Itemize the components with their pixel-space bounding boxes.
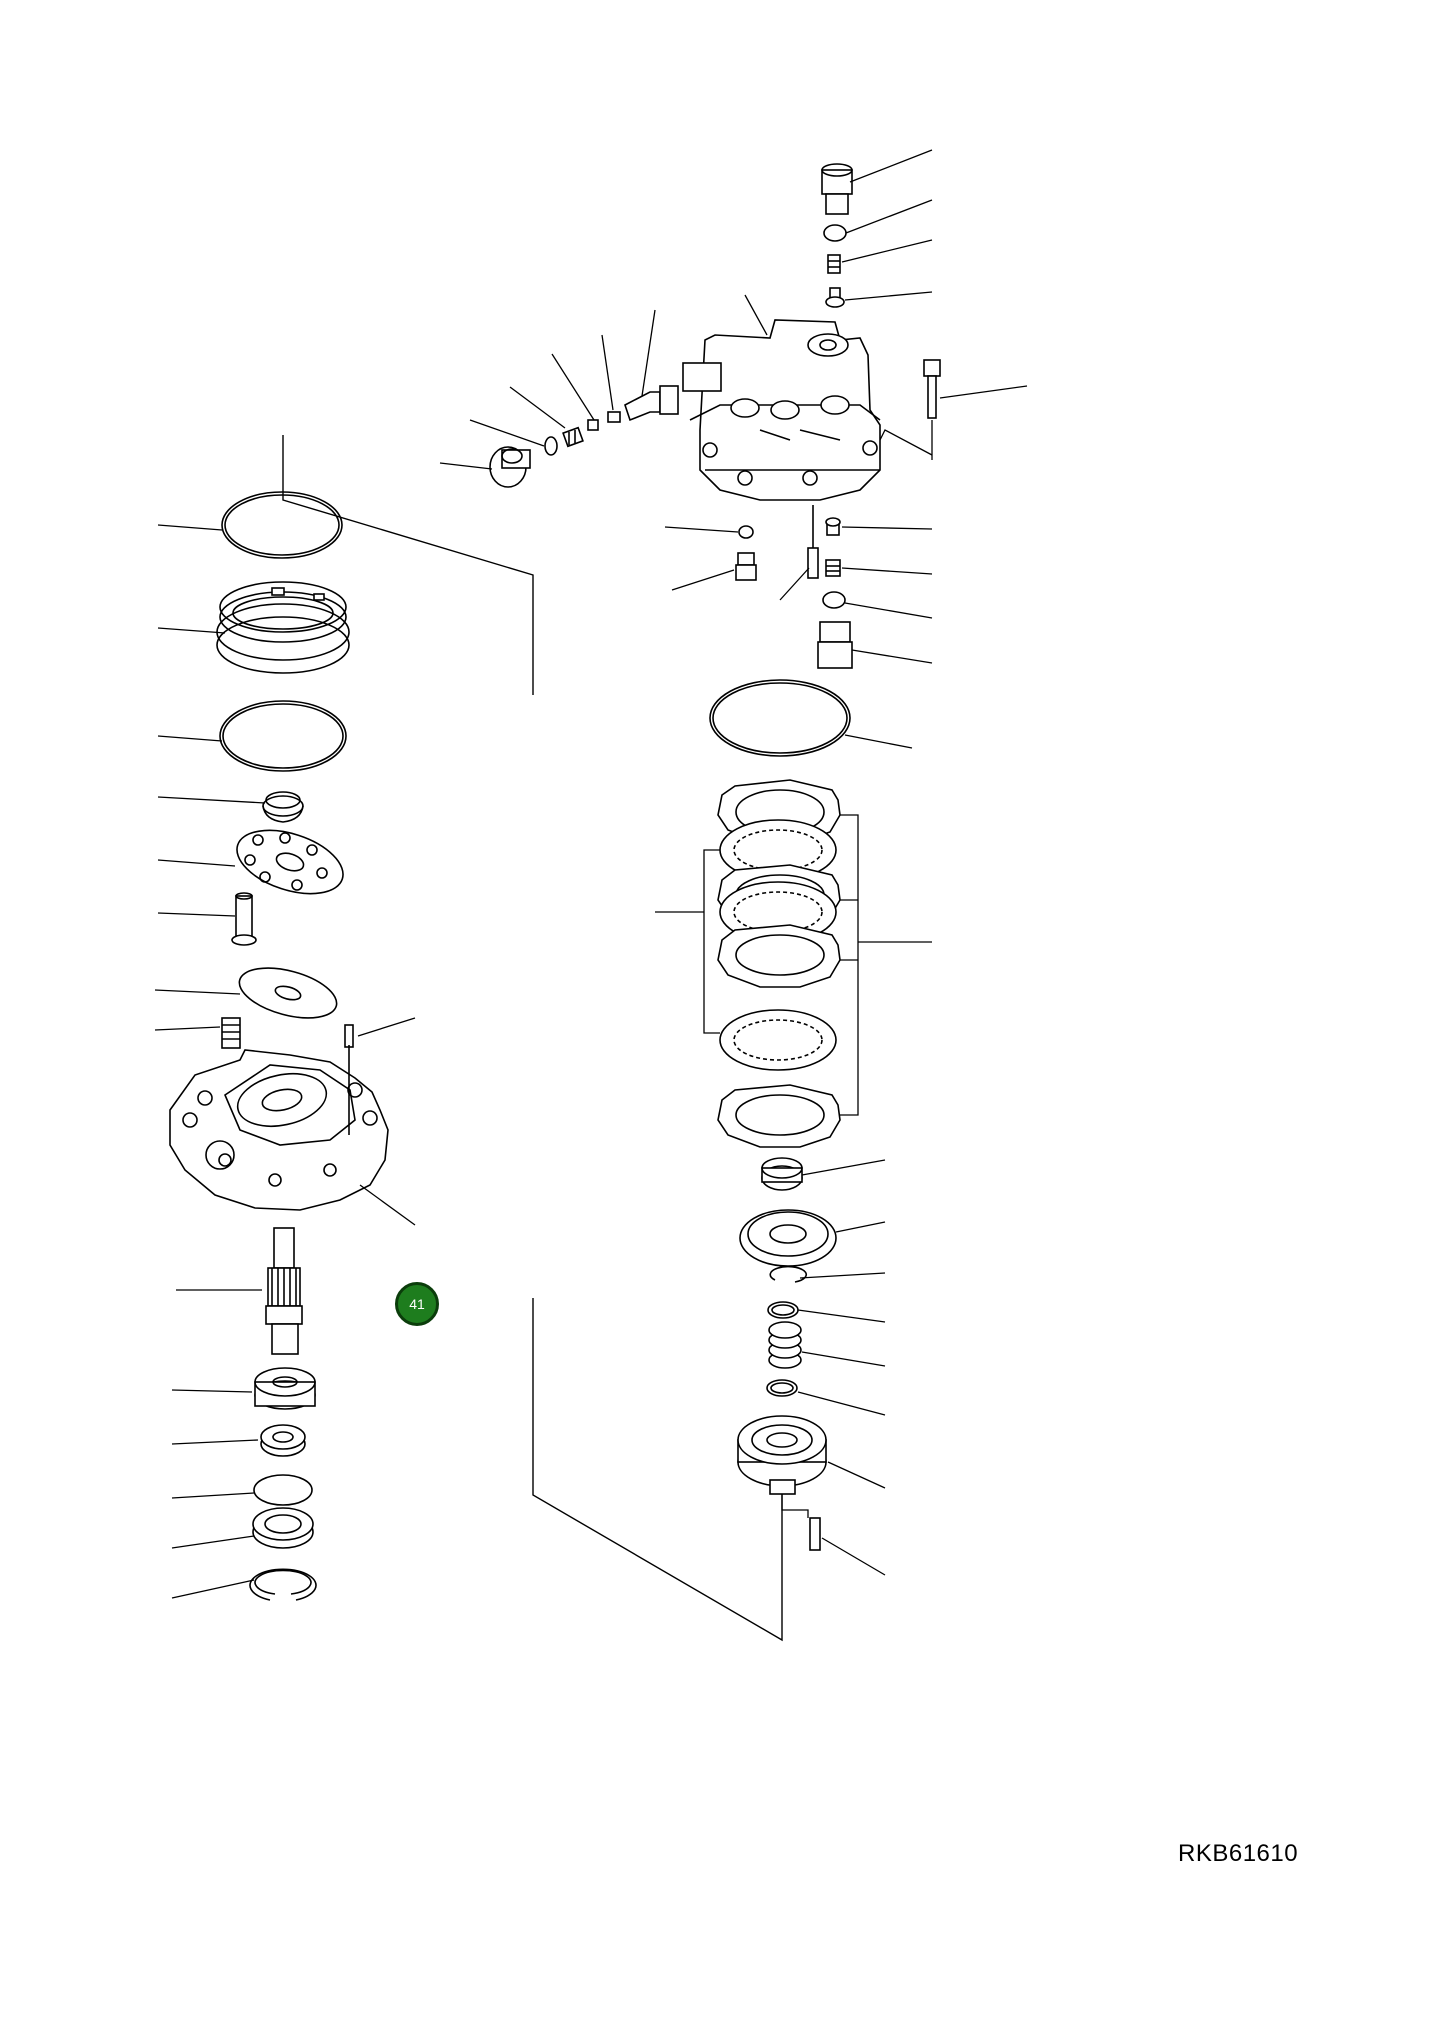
- plate-bracket-lines: [655, 814, 932, 1116]
- o-ring-small-lower-left[interactable]: [738, 525, 754, 539]
- friction-plate-3[interactable]: [719, 1009, 837, 1071]
- leader-line: [509, 386, 566, 429]
- leader-line: [157, 524, 223, 531]
- leader-line: [154, 989, 241, 995]
- leader-line: [797, 1309, 886, 1323]
- pin-valve-body[interactable]: [807, 505, 819, 579]
- callout-badge[interactable]: 41: [395, 1282, 439, 1326]
- leader-line: [849, 149, 933, 183]
- leader-line: [821, 1537, 886, 1576]
- leader-line: [801, 1351, 886, 1367]
- leader-line: [171, 1439, 259, 1445]
- leader-line: [359, 1184, 416, 1226]
- leader-line: [171, 1492, 255, 1499]
- retainer-ring[interactable]: [216, 581, 350, 674]
- leader-line: [469, 419, 545, 447]
- leader-line: [744, 294, 768, 336]
- leader-line: [357, 1017, 416, 1037]
- leader-line: [601, 334, 614, 411]
- leader-line: [835, 1221, 886, 1233]
- oil-seal[interactable]: [252, 1507, 314, 1549]
- separator-plate-3[interactable]: [717, 924, 841, 988]
- plug-upper-right[interactable]: [821, 163, 853, 215]
- o-ring-upper-right[interactable]: [823, 224, 847, 242]
- snap-ring-right[interactable]: [769, 1265, 808, 1283]
- spring-lower-right[interactable]: [825, 559, 841, 577]
- spherical-bushing[interactable]: [262, 791, 304, 823]
- leader-line: [841, 239, 933, 263]
- poppet-valve[interactable]: [587, 419, 599, 431]
- check-valve-lower[interactable]: [825, 517, 841, 536]
- leader-line: [851, 649, 933, 664]
- leader-line: [939, 385, 1028, 399]
- seat-valve[interactable]: [607, 411, 621, 423]
- leader-line: [799, 1272, 886, 1279]
- separator-plate-4[interactable]: [717, 1084, 841, 1148]
- o-ring-small-valve[interactable]: [544, 436, 558, 456]
- leader-line: [844, 291, 933, 301]
- spring-right[interactable]: [768, 1321, 802, 1369]
- spring-valve[interactable]: [562, 426, 584, 448]
- drawing-code: RKB61610: [1178, 1840, 1299, 1867]
- ring-washer[interactable]: [767, 1301, 799, 1319]
- leader-line: [157, 627, 226, 634]
- leader-line: [157, 912, 236, 917]
- valve-spool[interactable]: [624, 385, 679, 422]
- plug-small-lower-left[interactable]: [735, 552, 757, 581]
- leader-line: [841, 526, 933, 530]
- callout-number: 41: [409, 1296, 425, 1312]
- o-ring-large-upper[interactable]: [221, 491, 343, 559]
- spring-upper-right[interactable]: [827, 254, 841, 274]
- thrust-washer[interactable]: [234, 959, 342, 1027]
- brake-piston[interactable]: [737, 1415, 827, 1495]
- leader-line: [779, 567, 810, 601]
- leader-line: [641, 309, 656, 397]
- leader-line: [845, 199, 933, 234]
- spring-left[interactable]: [221, 1017, 241, 1049]
- o-ring-lower-right[interactable]: [822, 591, 846, 609]
- leader-line: [171, 1579, 255, 1599]
- leader-line: [439, 462, 493, 470]
- leader-line: [551, 353, 595, 421]
- pin-lower-right[interactable]: [809, 1517, 821, 1551]
- retainer-plate[interactable]: [229, 818, 351, 905]
- leader-line: [797, 1391, 886, 1416]
- piston[interactable]: [231, 892, 257, 946]
- snap-ring-left[interactable]: [249, 1568, 317, 1601]
- leader-line: [844, 734, 913, 749]
- leader-line: [171, 1389, 253, 1393]
- cylinder-housing[interactable]: [169, 1045, 389, 1211]
- socket-bolt[interactable]: [923, 359, 941, 419]
- ball-bearing-right[interactable]: [739, 1209, 837, 1267]
- leader-line: [671, 569, 735, 591]
- drive-shaft[interactable]: [265, 1227, 303, 1355]
- valve-body[interactable]: [682, 319, 881, 501]
- leader-line: [157, 796, 266, 804]
- leader-line: [154, 1026, 221, 1031]
- bearing-ring[interactable]: [260, 1424, 306, 1457]
- plug-valve[interactable]: [489, 446, 531, 488]
- leader-line: [879, 429, 933, 456]
- ring-small-right[interactable]: [766, 1379, 798, 1397]
- plug-lower-right[interactable]: [817, 621, 853, 669]
- assembly-frame-lines: [282, 435, 783, 1642]
- leader-line: [827, 1461, 886, 1489]
- o-ring-large-lower[interactable]: [219, 700, 347, 772]
- leader-line: [664, 526, 739, 533]
- check-valve-upper[interactable]: [825, 287, 845, 308]
- roller-bearing-right[interactable]: [761, 1157, 803, 1191]
- leader-line: [171, 1535, 255, 1549]
- o-ring-large-right[interactable]: [709, 679, 851, 757]
- leader-line: [157, 735, 223, 742]
- leader-line: [157, 859, 236, 867]
- pin-upper-left[interactable]: [344, 1024, 354, 1048]
- leader-line: [841, 567, 933, 575]
- leader-line: [844, 602, 933, 619]
- roller-bearing-left[interactable]: [254, 1367, 316, 1410]
- leader-line: [781, 1494, 809, 1518]
- shim-disc[interactable]: [253, 1474, 313, 1506]
- leader-line: [801, 1159, 886, 1176]
